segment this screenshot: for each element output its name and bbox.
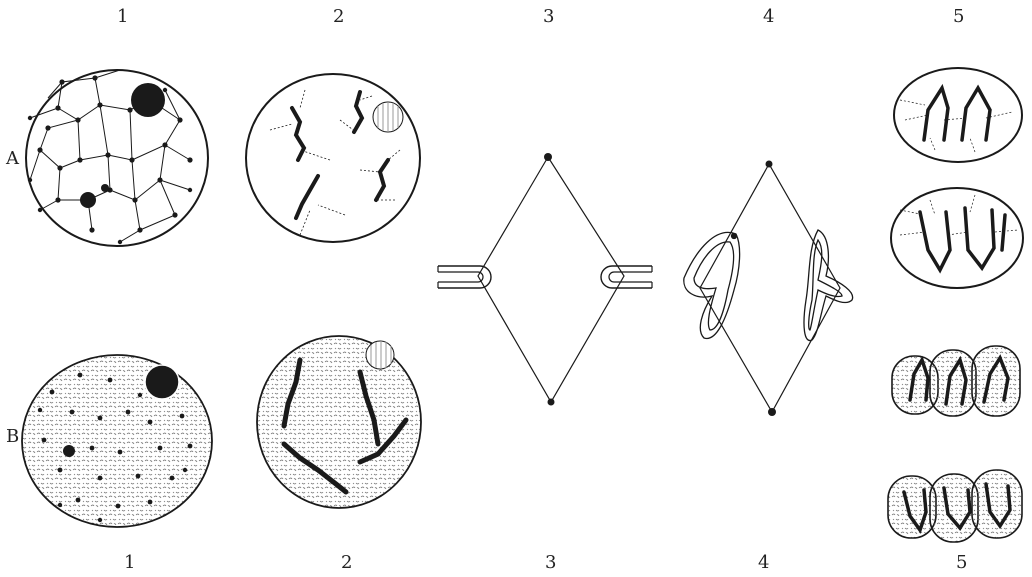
a2-prophase-nucleus [246,74,420,242]
a3-spindle-outline [478,157,624,402]
b5-daughter-nucleus-bottom [888,470,1022,542]
a3-spindle [438,153,652,406]
a4-spindle-outline [700,164,840,412]
b1-resting-nucleus [22,355,212,527]
a1-nucleolus-large [131,83,165,117]
b2-nucleolus [366,341,394,369]
a3-centrosome-top [544,153,552,161]
b1-nucleolus-large [145,365,179,399]
a4-centrosome-bottom [768,408,776,416]
b2-prophase-nucleus [257,336,421,508]
a3-centrosome-bottom [548,399,555,406]
b5-daughter-nucleus-top [892,346,1020,416]
a4-spindle [684,161,853,417]
a1-nucleolus-small [80,192,96,208]
a5-daughter-nucleus-bottom [891,188,1023,288]
a3-chromosome-right [601,266,652,288]
b1-nucleolus-small [63,445,75,457]
a4-centrosome-top [766,161,773,168]
a1-resting-nucleus [26,70,208,246]
a4-chromosome-right [804,230,853,341]
a5-daughter-nucleus-top [894,68,1022,162]
a4-chromosome-left [684,232,740,338]
